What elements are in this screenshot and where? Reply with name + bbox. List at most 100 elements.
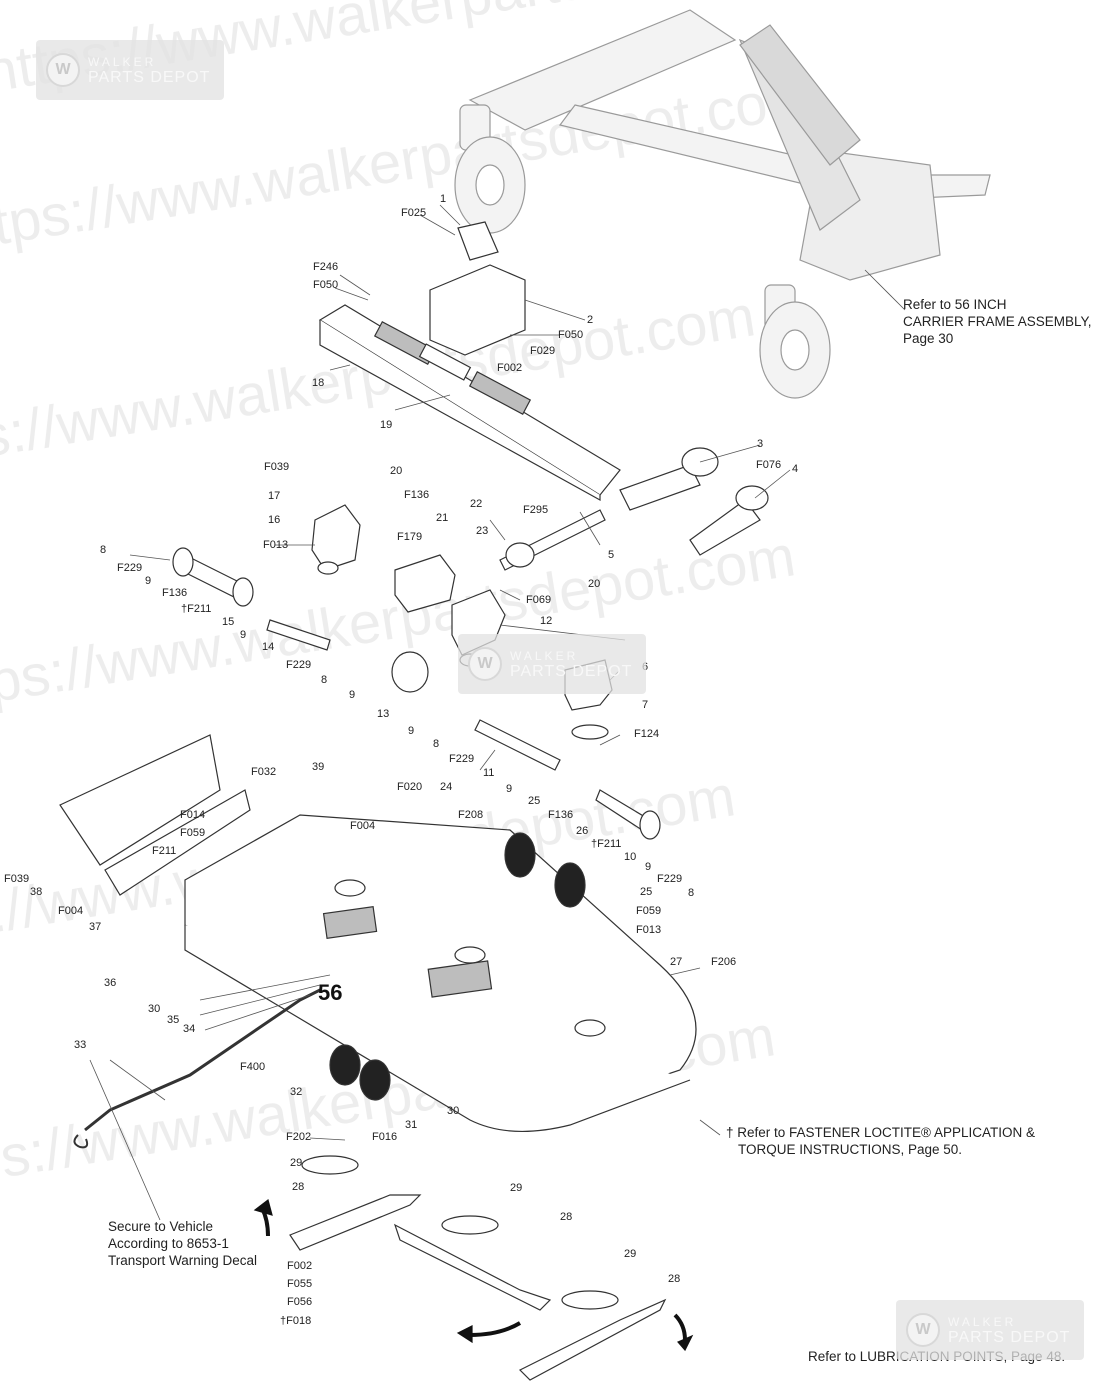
callout-label-f211c: F211 — [152, 845, 176, 857]
callout-label-25a: 25 — [528, 795, 540, 807]
callout-label-f059a: F059 — [180, 827, 205, 839]
badge-line-1: WALKER — [510, 649, 579, 663]
cutting-blades — [289, 1155, 667, 1381]
callout-label-f202: F202 — [286, 1131, 311, 1143]
callout-label-21: 21 — [436, 512, 448, 524]
callout-label-29b: 29 — [510, 1182, 522, 1194]
callout-label-f055: F055 — [287, 1278, 312, 1290]
callout-label-f018: †F018 — [280, 1315, 311, 1327]
callout-label-10: 10 — [624, 851, 636, 863]
callout-label-9e: 9 — [506, 783, 512, 795]
callout-label-f016: F016 — [372, 1131, 397, 1143]
callout-label-31: 31 — [405, 1119, 417, 1131]
callout-label-f004a: F004 — [350, 820, 375, 832]
walker-parts-depot-badge[interactable]: W WALKER PARTS DEPOT — [896, 1300, 1084, 1360]
shield-cover — [318, 221, 621, 502]
loctite-reference-note: † Refer to FASTENER LOCTITE® APPLICATION… — [726, 1124, 1035, 1158]
callout-label-f229c: F229 — [449, 753, 474, 765]
callout-label-f032: F032 — [251, 766, 276, 778]
callout-label-35: 35 — [167, 1014, 179, 1026]
callout-label-20a: 20 — [390, 465, 402, 477]
callout-label-f136a: F136 — [404, 489, 429, 501]
callout-label-3: 3 — [757, 438, 763, 450]
callout-label-29c: 29 — [624, 1248, 636, 1260]
callout-label-20b: 20 — [588, 578, 600, 590]
callout-label-f076: F076 — [756, 459, 781, 471]
callout-label-8d: 8 — [688, 887, 694, 899]
callout-label-9b: 9 — [240, 629, 246, 641]
callout-label-f039a: F039 — [264, 461, 289, 473]
callout-label-22: 22 — [470, 498, 482, 510]
callout-label-f029: F029 — [530, 345, 555, 357]
callout-label-36: 36 — [104, 977, 116, 989]
callout-label-12: 12 — [540, 615, 552, 627]
callout-label-f400: F400 — [240, 1061, 265, 1073]
callout-label-f050a: F050 — [313, 279, 338, 291]
walker-parts-depot-badge[interactable]: W WALKER PARTS DEPOT — [36, 40, 224, 100]
carrier-ref-line-3: Page 30 — [903, 331, 954, 346]
callout-label-14: 14 — [262, 641, 274, 653]
transport-strap — [73, 988, 321, 1149]
callout-label-30b: 30 — [447, 1105, 459, 1117]
badge-line-2: PARTS DEPOT — [510, 663, 633, 680]
callout-label-29a: 29 — [290, 1157, 302, 1169]
callout-label-28b: 28 — [560, 1211, 572, 1223]
callout-label-4: 4 — [792, 463, 798, 475]
callout-label-f211a: †F211 — [181, 603, 211, 615]
callout-label-34: 34 — [183, 1023, 195, 1035]
badge-line-1: WALKER — [948, 1315, 1017, 1329]
callout-label-33: 33 — [74, 1039, 86, 1051]
callout-label-28a: 28 — [292, 1181, 304, 1193]
walker-w-logo-icon: W — [906, 1313, 940, 1347]
deck-size-decal: 56 — [318, 980, 342, 1005]
walker-w-logo-icon: W — [468, 647, 502, 681]
callout-label-2: 2 — [587, 314, 593, 326]
callout-label-24: 24 — [440, 781, 452, 793]
callout-label-f211b: †F211 — [591, 838, 621, 850]
callout-label-f025: F025 — [401, 207, 426, 219]
callout-label-f002b: F002 — [287, 1260, 312, 1272]
callout-label-9f: 9 — [645, 861, 651, 873]
walker-parts-depot-badge[interactable]: W WALKER PARTS DEPOT — [458, 634, 646, 694]
badge-line-2: PARTS DEPOT — [88, 69, 211, 86]
callout-label-30a: 30 — [148, 1003, 160, 1015]
callout-label-1: 1 — [440, 193, 446, 205]
callout-label-13: 13 — [377, 708, 389, 720]
callout-label-f069: F069 — [526, 594, 551, 606]
callout-label-32: 32 — [290, 1086, 302, 1098]
callout-label-f050b: F050 — [558, 329, 583, 341]
callout-label-27: 27 — [670, 956, 682, 968]
callout-label-f059b: F059 — [636, 905, 661, 917]
callout-label-11: 11 — [483, 767, 494, 779]
callout-label-26: 26 — [576, 825, 588, 837]
callout-label-7: 7 — [642, 699, 648, 711]
walker-w-logo-icon: W — [46, 53, 80, 87]
callout-label-8a: 8 — [100, 544, 106, 556]
callout-label-f206: F206 — [711, 956, 736, 968]
callout-label-8c: 8 — [433, 738, 439, 750]
transport-note-line-3: Transport Warning Decal — [108, 1253, 258, 1268]
transport-note-line-1: Secure to Vehicle — [108, 1219, 214, 1234]
carrier-frame — [454, 9, 991, 399]
belt-guard — [59, 734, 251, 896]
rotation-arrows — [253, 1198, 694, 1352]
callout-label-f004b: F004 — [58, 905, 83, 917]
carrier-ref-line-2: CARRIER FRAME ASSEMBLY, — [903, 314, 1092, 329]
callout-label-37: 37 — [89, 921, 101, 933]
callout-label-f229d: F229 — [657, 873, 682, 885]
callout-label-39: 39 — [312, 761, 324, 773]
callout-label-f208: F208 — [458, 809, 483, 821]
callout-label-9a: 9 — [145, 575, 151, 587]
callout-label-f136c: F136 — [548, 809, 573, 821]
callout-label-5: 5 — [608, 549, 614, 561]
callout-label-28c: 28 — [668, 1273, 680, 1285]
callout-label-38: 38 — [30, 886, 42, 898]
callout-label-17: 17 — [268, 490, 280, 502]
callout-label-f124: F124 — [634, 728, 659, 740]
callout-label-8b: 8 — [321, 674, 327, 686]
callout-label-f002a: F002 — [497, 362, 522, 374]
callout-label-15: 15 — [222, 616, 234, 628]
carrier-frame-reference-note: Refer to 56 INCH CARRIER FRAME ASSEMBLY,… — [903, 296, 1092, 347]
mower-deck — [184, 814, 697, 1133]
